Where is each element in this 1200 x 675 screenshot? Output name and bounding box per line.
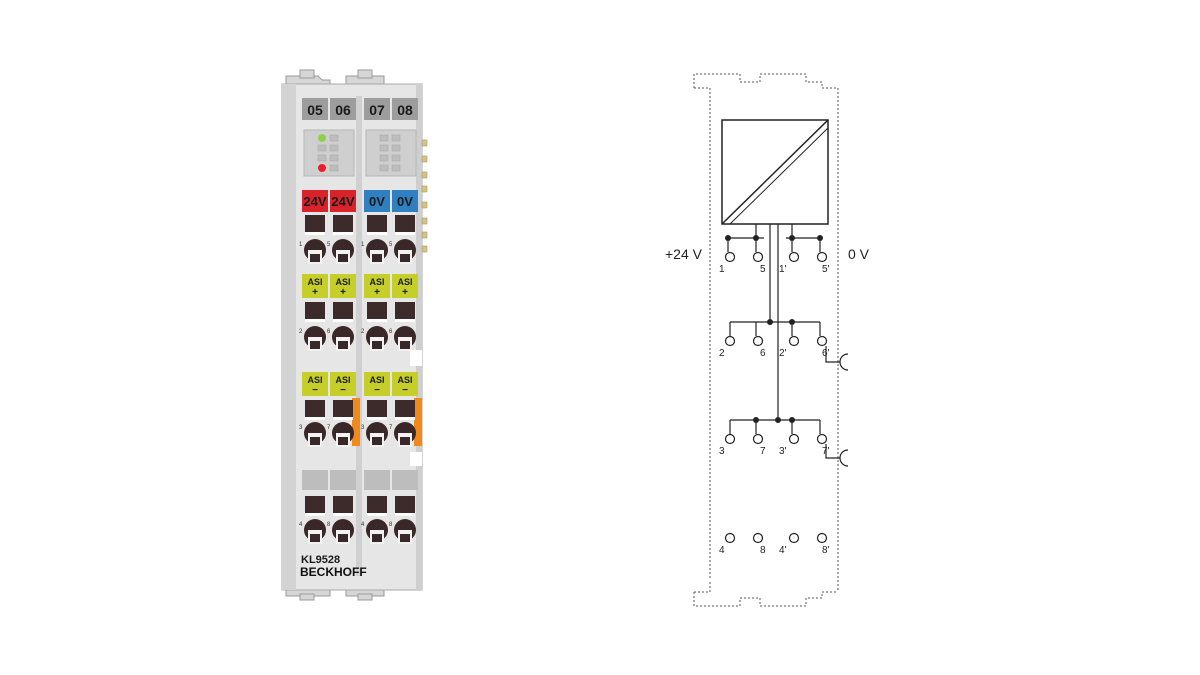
asi-sign: + bbox=[340, 287, 346, 298]
terminal-label: 2' bbox=[779, 348, 787, 359]
spring-terminal bbox=[394, 496, 416, 544]
power-label: 24V bbox=[331, 194, 354, 209]
spring-terminal bbox=[332, 400, 354, 447]
device-terminal-number: 5 bbox=[389, 242, 393, 248]
spring-terminal bbox=[332, 496, 354, 544]
spring-terminal bbox=[394, 215, 416, 264]
asi-sign: − bbox=[374, 385, 380, 396]
terminal-label: 1 bbox=[719, 264, 725, 275]
spring-terminal bbox=[332, 302, 354, 351]
asi-label: ASI bbox=[397, 375, 412, 385]
terminal-label: 2 bbox=[719, 348, 725, 359]
terminal-label: 4 bbox=[719, 545, 725, 556]
channel-number: 06 bbox=[335, 102, 351, 118]
terminal-label: 3 bbox=[719, 446, 725, 457]
orange-release-tabs bbox=[352, 398, 422, 446]
power-label: 0V bbox=[397, 194, 413, 209]
terminal-label: 4' bbox=[779, 545, 787, 556]
terminal-label: 5 bbox=[760, 264, 766, 275]
asi-sign: + bbox=[312, 287, 318, 298]
junction-dots bbox=[725, 235, 823, 423]
tab-contact-arcs bbox=[839, 353, 849, 467]
asi-minus-label-row: ASI ASI ASI ASI − − − − bbox=[302, 372, 418, 396]
converter-symbol bbox=[721, 119, 829, 225]
brand-logo: BECKHOFF bbox=[300, 565, 367, 579]
spring-terminal bbox=[366, 215, 388, 264]
spring-terminal bbox=[332, 215, 354, 264]
terminal-label: 8 bbox=[760, 545, 766, 556]
spring-terminal bbox=[304, 496, 326, 544]
device-terminal-number: 6 bbox=[389, 329, 393, 335]
spring-terminal bbox=[366, 496, 388, 544]
asi-plus-label-row: ASI ASI ASI ASI + + + + bbox=[302, 274, 418, 298]
asi-sign: + bbox=[402, 287, 408, 298]
terminal-contacts bbox=[724, 251, 828, 544]
side-contacts bbox=[421, 139, 428, 253]
device-terminal-number: 2 bbox=[361, 329, 365, 335]
voltage-label-zero: 0 V bbox=[848, 246, 870, 262]
spring-terminal bbox=[304, 400, 326, 447]
housing-center-divider bbox=[356, 96, 362, 576]
led-window-left bbox=[303, 129, 355, 177]
spring-terminal bbox=[394, 400, 416, 447]
housing-notches bbox=[410, 350, 422, 466]
terminal-label: 6' bbox=[822, 348, 830, 359]
device-terminal-number: 1 bbox=[361, 242, 365, 248]
terminal-label: 5' bbox=[822, 264, 830, 275]
asi-label: ASI bbox=[307, 277, 322, 287]
channel-number: 05 bbox=[307, 102, 323, 118]
power-label: 0V bbox=[369, 194, 385, 209]
asi-label: ASI bbox=[307, 375, 322, 385]
spring-terminal bbox=[366, 400, 388, 447]
asi-label: ASI bbox=[335, 277, 350, 287]
terminal-label: 7' bbox=[822, 446, 830, 457]
housing-right-strip bbox=[416, 84, 422, 590]
blank-label-row bbox=[302, 470, 418, 490]
terminal-label: 7 bbox=[760, 446, 766, 457]
spring-terminal bbox=[366, 302, 388, 351]
led-window-right bbox=[365, 129, 417, 177]
device-terminal-number: 3 bbox=[361, 425, 365, 431]
spring-terminal bbox=[394, 302, 416, 351]
terminal-label: 1' bbox=[779, 264, 787, 275]
housing-outline bbox=[693, 73, 839, 607]
device-terminal-number: 7 bbox=[389, 425, 393, 431]
spring-terminal bbox=[304, 215, 326, 264]
asi-sign: − bbox=[340, 385, 346, 396]
device-terminal-number: 8 bbox=[327, 522, 331, 528]
device-terminal-number: 1 bbox=[299, 242, 303, 248]
channel-number: 08 bbox=[397, 102, 413, 118]
asi-sign: − bbox=[312, 385, 318, 396]
housing-left-strip bbox=[282, 84, 296, 590]
spring-terminal bbox=[304, 302, 326, 351]
device-terminal-number: 7 bbox=[327, 425, 331, 431]
red-led bbox=[318, 164, 326, 172]
terminal-label: 6 bbox=[760, 348, 766, 359]
device-terminal-number: 4 bbox=[361, 522, 365, 528]
asi-sign: − bbox=[402, 385, 408, 396]
device-terminal-number: 3 bbox=[299, 425, 303, 431]
power-label-row: 24V 24V 0V 0V bbox=[302, 190, 418, 212]
device-terminal-number: 4 bbox=[299, 522, 303, 528]
channel-number: 07 bbox=[369, 102, 385, 118]
power-label: 24V bbox=[303, 194, 326, 209]
device-terminal-number: 8 bbox=[389, 522, 393, 528]
asi-label: ASI bbox=[397, 277, 412, 287]
terminal-label: 8' bbox=[822, 545, 830, 556]
terminal-label: 3' bbox=[779, 446, 787, 457]
voltage-label-positive: +24 V bbox=[665, 246, 703, 262]
channel-number-row: 05 06 07 08 bbox=[302, 98, 418, 120]
asi-label: ASI bbox=[335, 375, 350, 385]
device-terminal-number: 2 bbox=[299, 329, 303, 335]
asi-label: ASI bbox=[369, 375, 384, 385]
green-led bbox=[318, 134, 326, 142]
asi-label: ASI bbox=[369, 277, 384, 287]
device-terminal-number: 6 bbox=[327, 329, 331, 335]
device-terminal-number: 5 bbox=[327, 242, 331, 248]
model-number: KL9528 bbox=[301, 554, 340, 566]
asi-sign: + bbox=[374, 287, 380, 298]
